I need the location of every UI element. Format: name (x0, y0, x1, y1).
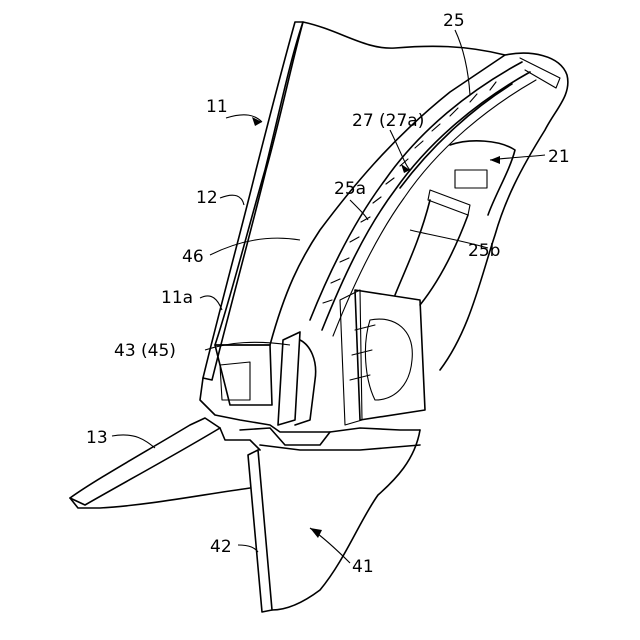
part-41-outline (272, 430, 420, 610)
label-41: 41 (352, 557, 374, 577)
label-25: 25 (443, 11, 465, 31)
label-13: 13 (86, 428, 108, 448)
label-11a: 11a (161, 288, 193, 308)
label-43-45: 43 (45) (114, 341, 176, 361)
label-25b: 25b (468, 241, 500, 261)
reference-labels: 25 27 (27a) 21 11 12 25a 46 25b 11a 43 (… (86, 11, 570, 577)
label-12: 12 (196, 188, 218, 208)
label-42: 42 (210, 537, 232, 557)
label-11: 11 (206, 97, 228, 117)
label-27-27a: 27 (27a) (352, 111, 424, 131)
label-21: 21 (548, 147, 570, 167)
label-46: 46 (182, 247, 204, 267)
label-25a: 25a (334, 179, 366, 199)
part-43-45 (278, 332, 300, 425)
arrowheads (252, 117, 500, 538)
wall-42 (248, 450, 272, 612)
